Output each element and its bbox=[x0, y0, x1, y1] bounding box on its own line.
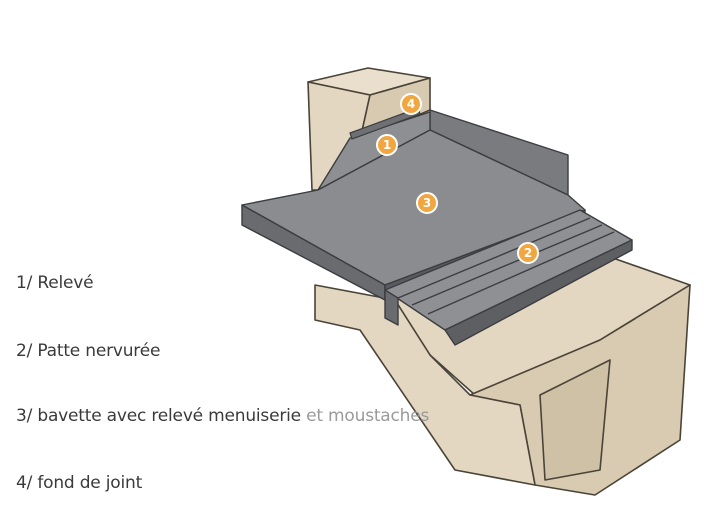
rib-line-3 bbox=[427, 231, 615, 315]
callout-4: 4 bbox=[400, 93, 422, 115]
ribbed-strip-front bbox=[444, 239, 633, 346]
joint-filler bbox=[349, 107, 421, 140]
legend-item-4: 4/ fond de joint bbox=[16, 473, 142, 493]
legend-item-3-text: 3/ bavette avec relevé menuiserie bbox=[16, 406, 301, 426]
legend-item-3: 3/ bavette avec relevé menuiserie et mou… bbox=[16, 406, 429, 426]
legend-item-1: 1/ Relevé bbox=[16, 273, 94, 293]
stone-sill-groove bbox=[539, 359, 611, 481]
ribbed-strip-end bbox=[384, 289, 399, 326]
legend-item-4-text: 4/ fond de joint bbox=[16, 473, 143, 493]
legend-item-2: 2/ Patte nervurée bbox=[16, 341, 160, 361]
callout-4-label: 4 bbox=[407, 97, 415, 111]
callout-1-label: 1 bbox=[383, 138, 391, 152]
rib-line-1 bbox=[397, 217, 591, 299]
callout-3-label: 3 bbox=[423, 196, 431, 210]
metal-flashing bbox=[241, 109, 633, 346]
rib-line-2 bbox=[411, 224, 603, 306]
callout-1: 1 bbox=[376, 134, 398, 156]
back-wall bbox=[307, 67, 431, 191]
callout-2-label: 2 bbox=[524, 246, 532, 260]
callout-2: 2 bbox=[517, 242, 539, 264]
legend-item-2-text: 2/ Patte nervurée bbox=[16, 341, 161, 361]
callout-3: 3 bbox=[416, 192, 438, 214]
legend-item-1-text: 1/ Relevé bbox=[16, 273, 94, 293]
legend-item-3-text-faded: et moustaches bbox=[300, 406, 430, 426]
stone-lower-wall bbox=[314, 284, 536, 486]
